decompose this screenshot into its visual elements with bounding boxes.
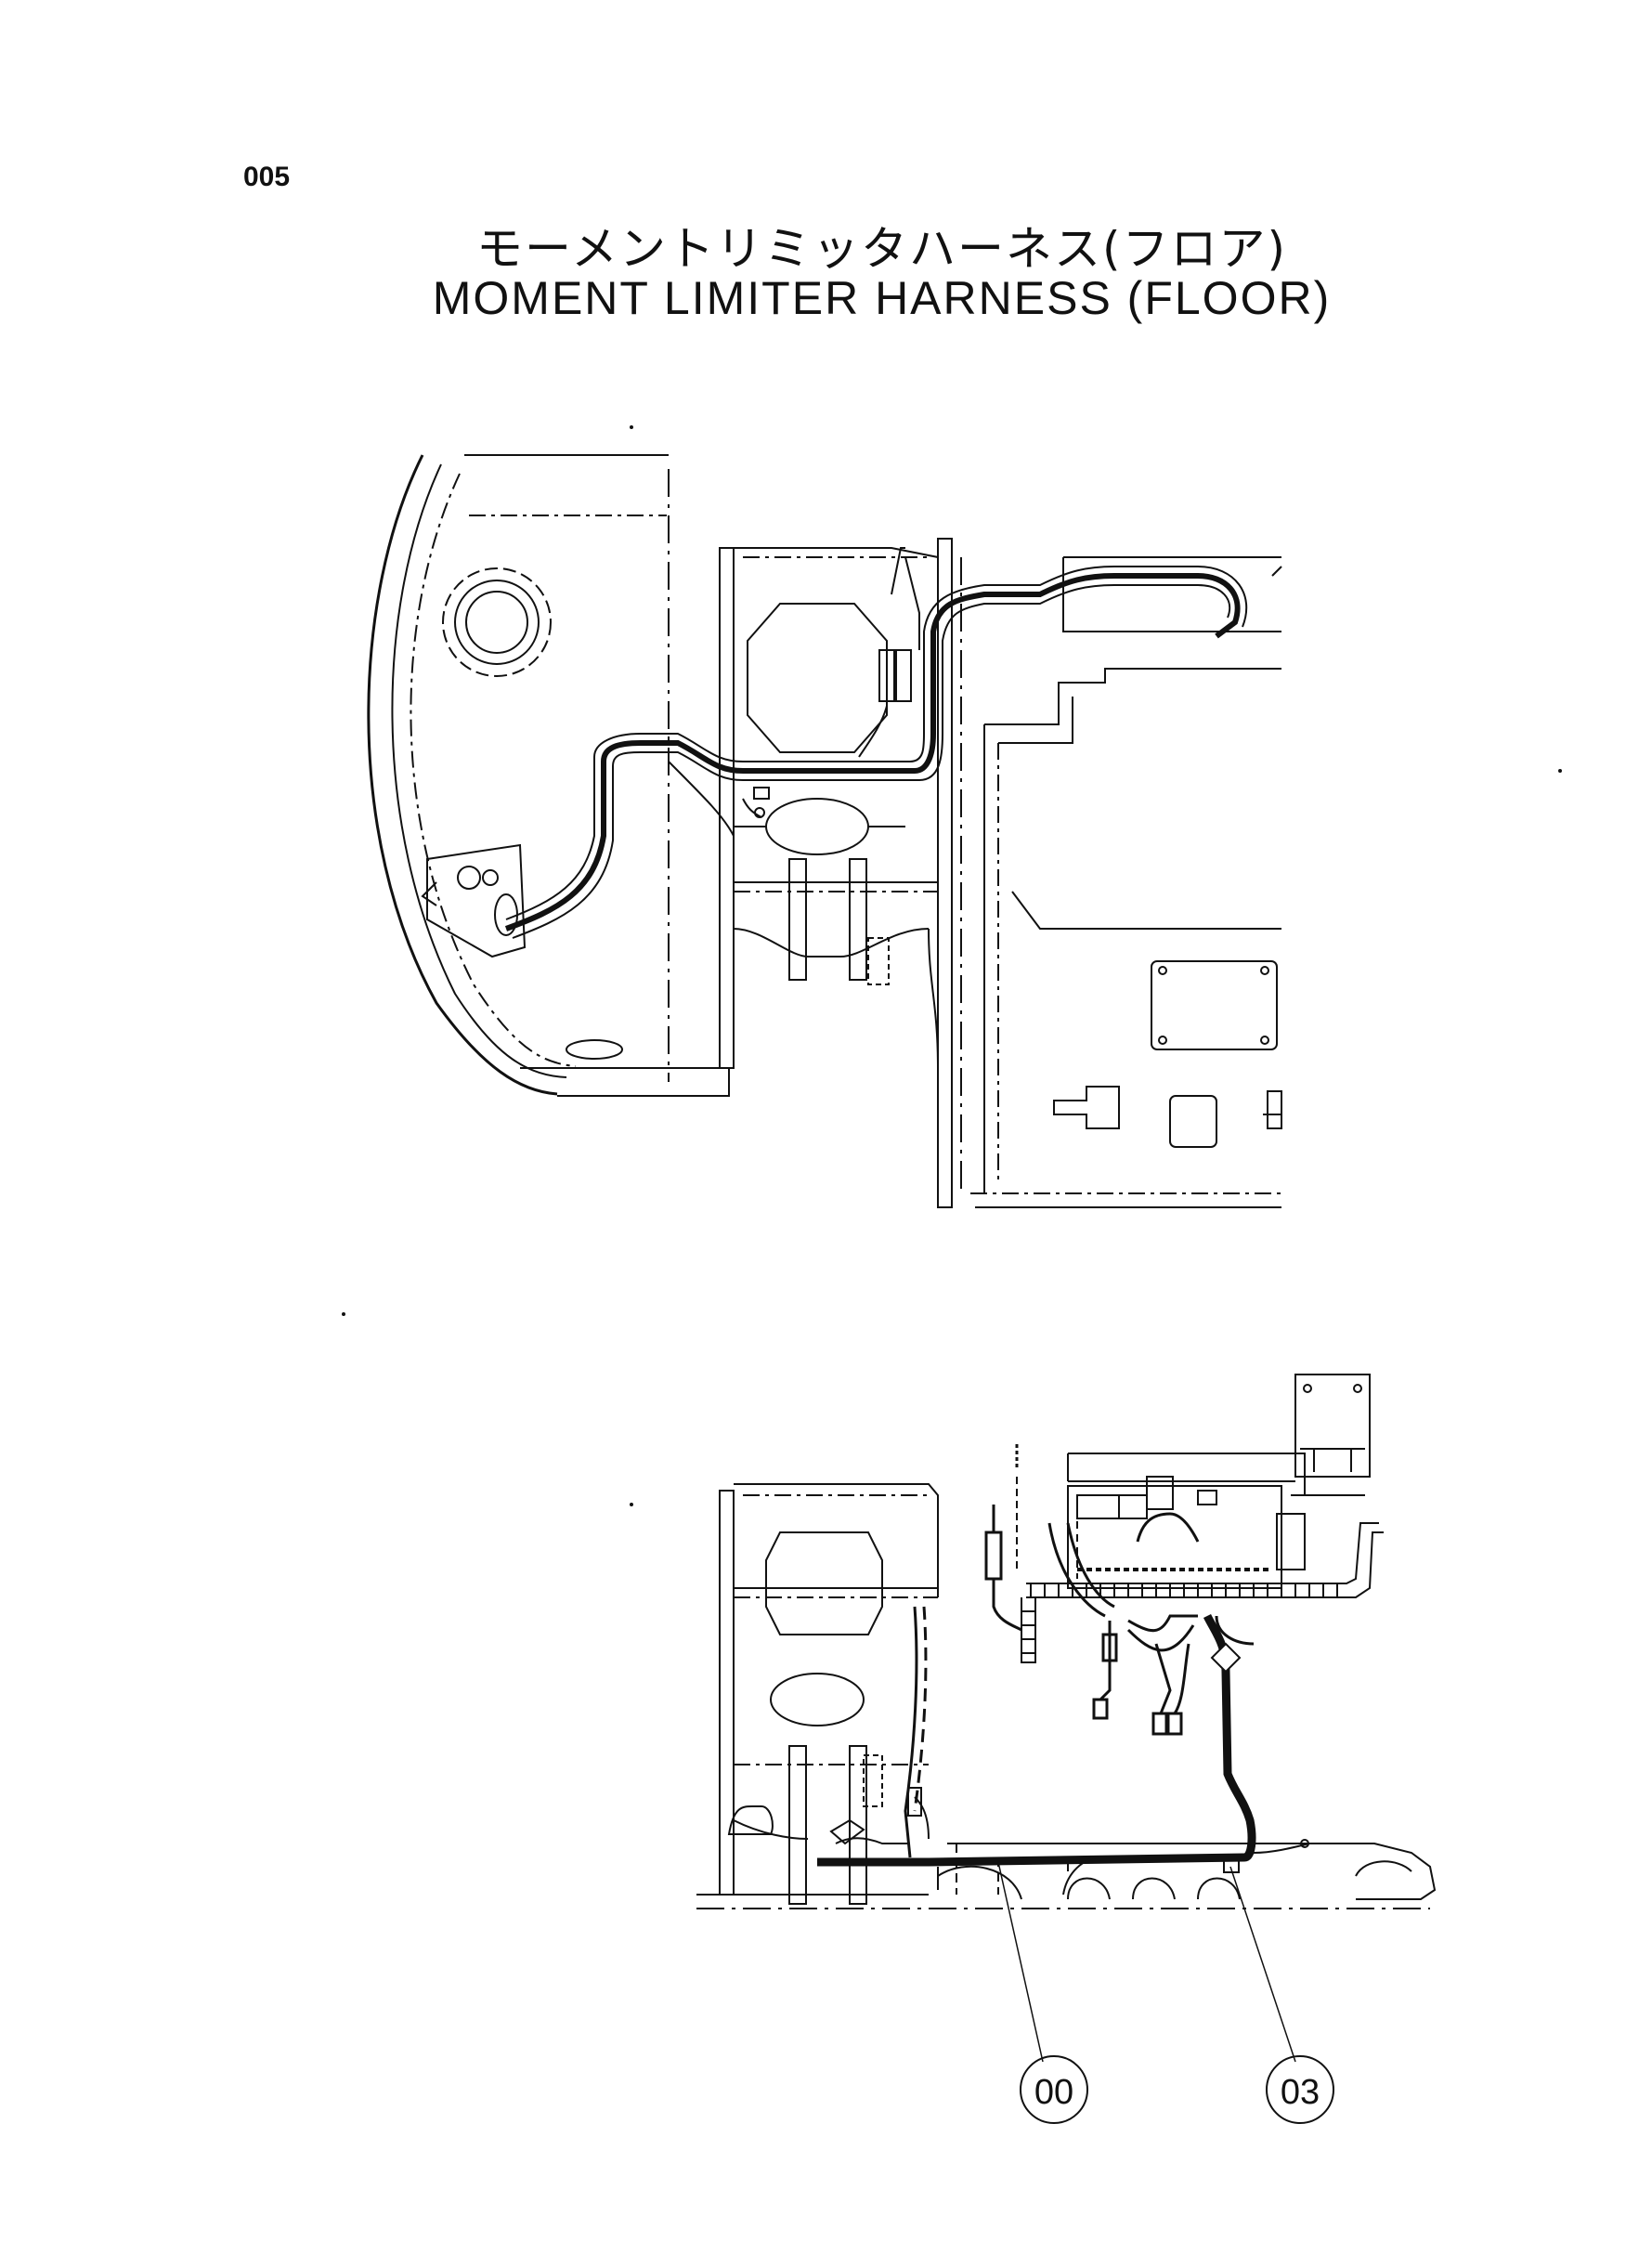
top-harness [504, 573, 1241, 932]
sensor-bracket [421, 843, 527, 958]
bottom-harness-branches [984, 1505, 1255, 1736]
floor-pan [937, 1843, 1437, 1900]
bottom-housing [696, 1483, 1430, 1909]
floor-plate [983, 556, 1282, 1193]
circular-port [442, 567, 552, 677]
frame-curve [367, 454, 730, 1097]
callout-circle-00 [1020, 2055, 1088, 2124]
top-harness-sheath [505, 547, 1248, 939]
control-box [1015, 1374, 1371, 1589]
callout-label-03: 03 [1281, 2073, 1320, 2112]
conduit [1021, 1522, 1384, 1663]
callout-label-00: 00 [1034, 2073, 1073, 2112]
title-english: MOMENT LIMITER HARNESS (FLOOR) [432, 272, 1332, 324]
housing-cable [904, 1606, 928, 1858]
main-trunk [817, 1613, 1256, 1867]
title-japanese: モーメントリミッタハーネス(フロア) [475, 222, 1287, 276]
vertical-rails [937, 538, 1281, 1208]
central-housing [719, 547, 939, 1069]
leader-lines [997, 1861, 1296, 2063]
bottom-view [696, 1374, 1437, 2124]
main-trunk-detail [829, 1642, 1310, 1896]
page-number: 005 [243, 162, 291, 192]
callout-circle-03 [1266, 2055, 1334, 2124]
top-view [367, 454, 1282, 1208]
